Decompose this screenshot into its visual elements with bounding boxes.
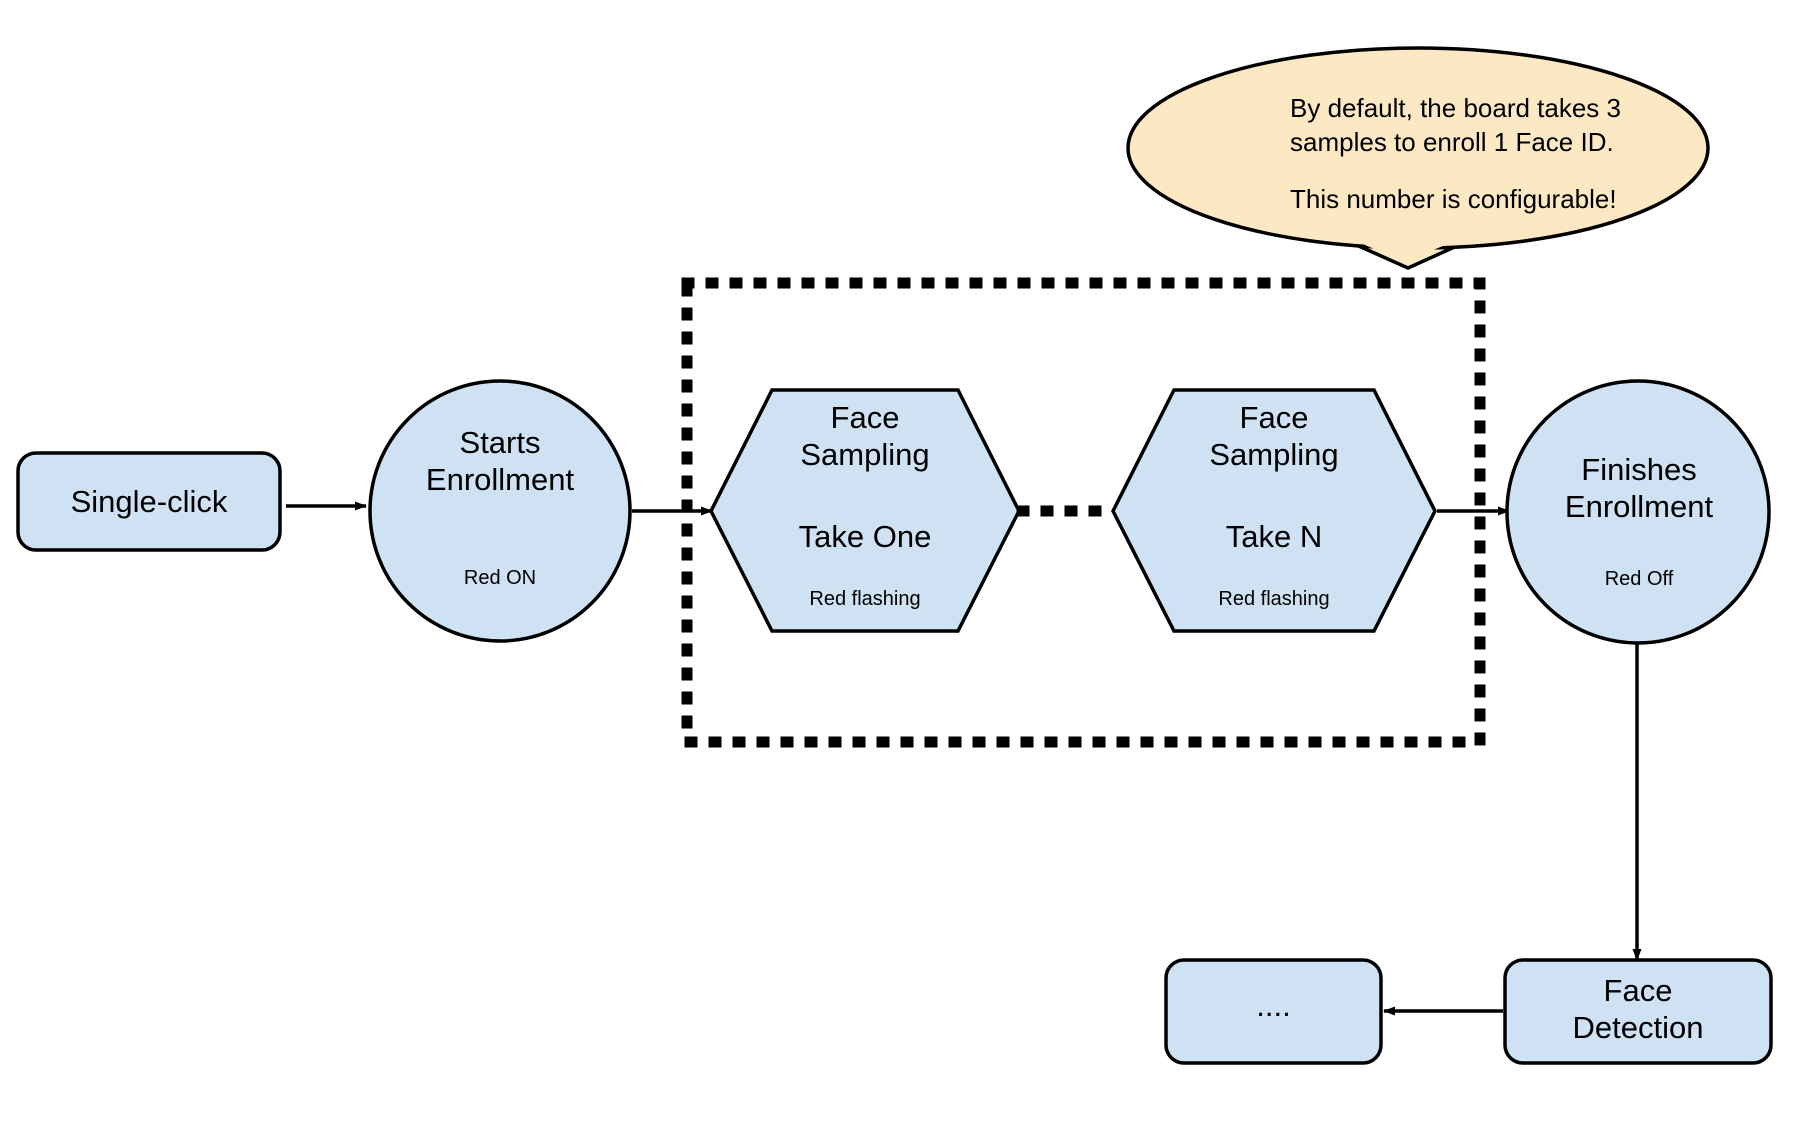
node-face-sampling-n-shape[interactable] <box>1111 388 1437 633</box>
callout-tail-seam-patch <box>1356 216 1484 262</box>
node-finishes-enrollment-shape[interactable] <box>1505 379 1771 645</box>
node-face-detection-shape[interactable] <box>1503 958 1773 1065</box>
node-single-click-shape[interactable] <box>16 451 282 552</box>
node-starts-enrollment-shape[interactable] <box>368 379 632 643</box>
callout-bubble-shape <box>1126 46 1710 250</box>
node-ellipsis-shape[interactable] <box>1164 958 1383 1065</box>
node-face-sampling-one-shape[interactable] <box>709 388 1021 633</box>
